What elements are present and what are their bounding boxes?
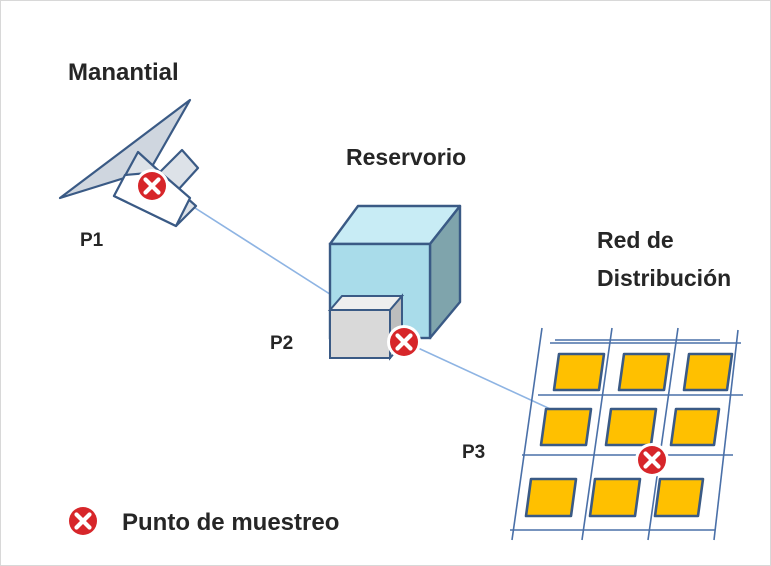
legend-label: Punto de muestreo xyxy=(122,509,339,536)
label-distribucion: Distribución xyxy=(597,265,731,291)
label-reservorio: Reservorio xyxy=(346,144,466,170)
label-p3: P3 xyxy=(462,442,485,463)
sampling-point-marker-icon xyxy=(66,504,100,538)
label-manantial: Manantial xyxy=(68,59,179,86)
spring-icon xyxy=(58,98,200,228)
sampling-point-p3-icon xyxy=(635,443,669,477)
distribution-network-icon xyxy=(510,327,743,541)
label-p1: P1 xyxy=(80,230,104,251)
label-red-de: Red de xyxy=(597,227,674,253)
label-p2: P2 xyxy=(270,333,293,354)
sampling-point-p2-icon xyxy=(387,325,421,359)
reservoir-icon xyxy=(327,204,462,361)
legend: Punto de muestreo xyxy=(66,504,339,538)
sampling-point-p1-icon xyxy=(135,169,169,203)
